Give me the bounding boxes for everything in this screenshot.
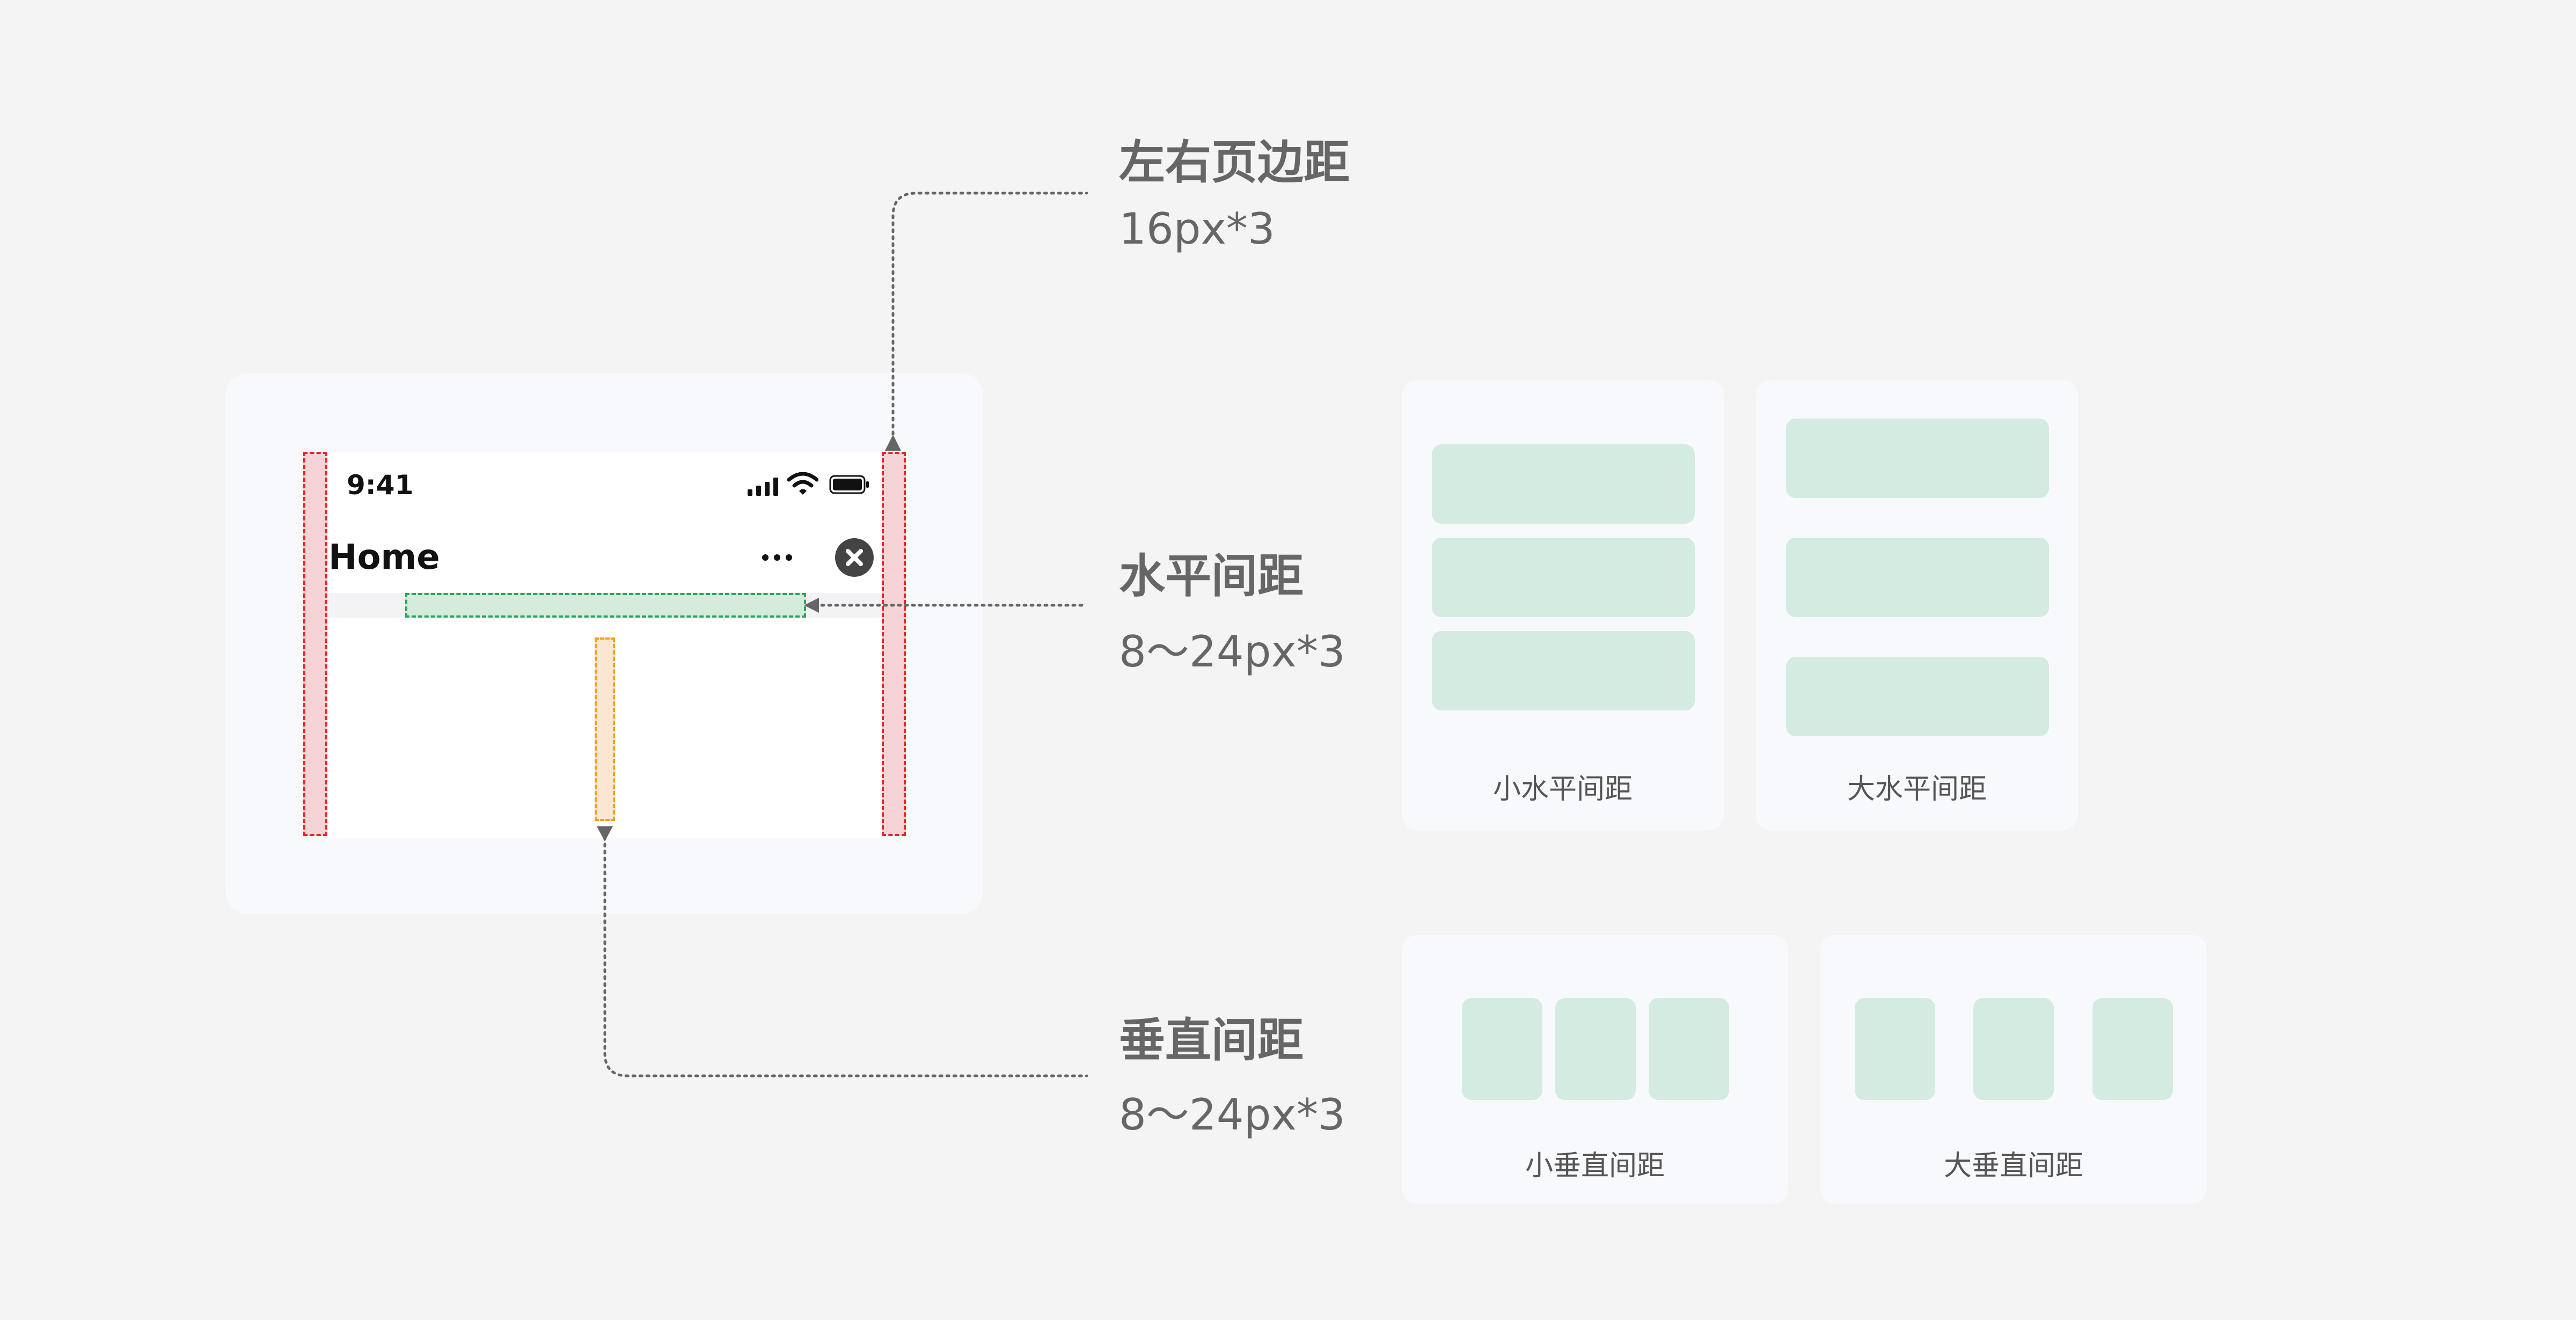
example-block: [1432, 631, 1695, 710]
left-margin-marker: [303, 452, 327, 836]
large-horizontal-caption: 大水平间距: [1847, 773, 1987, 805]
large-vertical-caption: 大垂直间距: [1943, 1150, 2083, 1182]
right-margin-marker: [882, 452, 906, 836]
signal-icon: [748, 478, 778, 496]
small-vertical-caption: 小垂直间距: [1525, 1150, 1665, 1182]
vertical-gap-marker: [595, 637, 615, 821]
close-icon[interactable]: [835, 538, 874, 577]
example-block: [1649, 998, 1729, 1100]
example-block: [1555, 998, 1636, 1100]
example-block: [1786, 538, 2049, 617]
vertical-connector: [603, 835, 1088, 1077]
example-block: [1973, 998, 2054, 1100]
example-block: [2092, 998, 2173, 1100]
example-block: [1432, 444, 1695, 524]
small-horizontal-caption: 小水平间距: [1492, 773, 1633, 805]
example-block: [1432, 538, 1695, 617]
horizontal-arrow-icon: [804, 598, 819, 613]
more-icon[interactable]: [761, 554, 793, 561]
horizontal-gap-title: 水平间距: [1119, 549, 1304, 603]
horizontal-gap-marker: [405, 593, 806, 618]
vertical-arrow-icon: [597, 826, 613, 841]
status-time: 9:41: [347, 470, 414, 501]
vertical-gap-value: 8～24px*3: [1119, 1090, 1345, 1140]
battery-icon: [829, 475, 869, 494]
horizontal-gap-value: 8～24px*3: [1119, 627, 1345, 677]
example-block: [1855, 998, 1935, 1100]
margin-value: 16px*3: [1119, 204, 1275, 254]
vertical-gap-title: 垂直间距: [1119, 1014, 1304, 1067]
wifi-icon: [787, 472, 818, 495]
example-block: [1462, 998, 1542, 1100]
margin-arrow-icon: [885, 435, 901, 451]
nav-title: Home: [328, 538, 440, 577]
example-block: [1786, 657, 2049, 736]
example-block: [1786, 419, 2049, 498]
margin-connector: [891, 192, 1088, 450]
margin-title: 左右页边距: [1119, 136, 1350, 189]
